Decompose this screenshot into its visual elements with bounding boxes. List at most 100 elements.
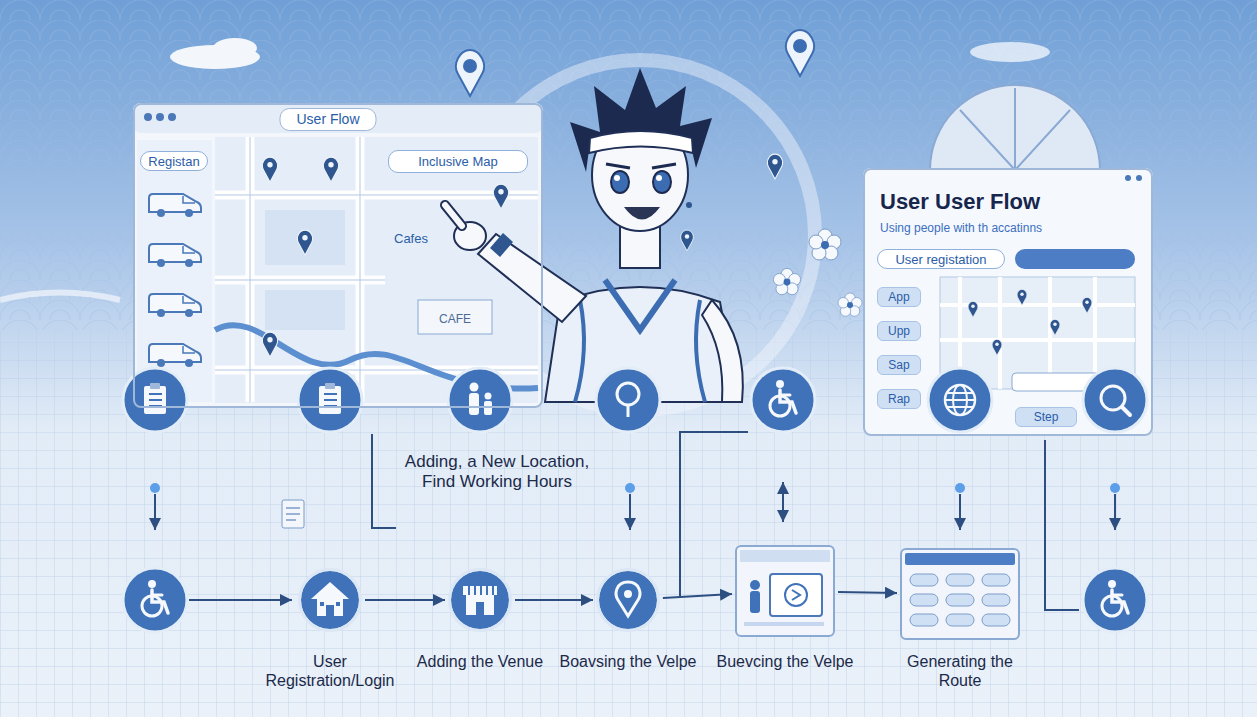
step-button: Step [1015,407,1077,427]
left-app-window [149,344,201,367]
menu-button: Sap [877,355,921,375]
step-label: User Registration/Login [255,652,405,690]
button-label: Rap [888,392,910,407]
step-icons [617,383,639,417]
button-label: App [888,290,909,305]
left-app-window [493,184,508,209]
button-label: Upp [888,324,910,339]
app-window: User User FlowUsing people with th accat… [863,168,1153,436]
flow-lines [625,483,635,493]
left-app-window [168,113,176,121]
flow-arrow [365,599,445,601]
table-card: Generating the Route [900,548,1020,640]
step-icons [1083,368,1147,432]
background [213,38,257,58]
left-app-window [137,140,212,402]
menu-button: Rap [877,389,921,409]
step-icons [982,594,1010,606]
character [611,171,629,193]
map-badge: Inclusive Map [388,150,528,173]
step-icons [750,580,760,590]
left-app-window [133,103,543,133]
character [445,68,743,402]
right-app-window [1017,289,1027,305]
background [681,230,694,251]
step-circle: Adding the Venue [448,568,512,632]
button-label: User registation [895,252,986,267]
step-icons [1083,568,1147,632]
step-icons [301,571,359,629]
step-icons [982,614,1010,626]
flow-arrow [838,592,897,593]
step-icons [792,590,800,600]
step-icons [1102,580,1128,616]
step-icons [448,368,512,432]
sidebar-tab: Registan [140,151,208,171]
flow-lines [1114,494,1116,530]
step-icons [319,383,341,414]
flow-lines [150,432,1120,610]
step-icons [770,574,822,616]
left-app-window [215,137,538,402]
step-icons [900,548,1020,640]
app-window: User FlowRegistan Inclusive Map [133,103,543,408]
left-app-window [265,210,345,265]
left-app-window [149,294,201,317]
step-icons [286,508,300,520]
menu-button: Upp [877,321,921,341]
step-icons [928,368,992,432]
window-title: User Flow [279,108,376,131]
left-app-window [418,300,492,334]
left-app-window [297,230,312,255]
character [445,205,462,226]
flow-lines [782,482,784,522]
left-app-window [149,194,201,217]
right-app-window [863,168,1153,436]
flowers [809,229,841,260]
step-circle: Boavsing the Velpe [596,568,660,632]
right-app-window [992,339,1002,355]
menu-button: App [877,287,921,307]
step-icons [144,383,166,414]
left-app-window [262,157,277,182]
step-label: Adding the Venue [405,652,555,671]
step-icons [946,594,974,606]
step-icons [311,582,349,616]
background [930,85,1100,170]
step-circle: User Registration/Login [298,568,362,632]
step-icons [946,614,974,626]
step-icons [735,545,835,637]
flow-lines [150,483,160,493]
right-app-window [1125,175,1131,181]
character [686,202,692,208]
window-title: User User Flow [880,189,1040,215]
step-icons [282,500,304,528]
step-icons [946,574,974,586]
left-app-window [156,113,164,121]
character [624,207,660,220]
map-label: Cafes [394,231,428,247]
left-app-window [265,290,345,330]
step-icons [616,582,640,616]
left-app-window [262,332,277,357]
character [656,175,662,181]
flow-lines [1110,483,1120,493]
step-icons [463,586,497,615]
flow-lines [629,494,631,530]
step-icons [123,368,1147,640]
character [478,234,586,322]
right-app-window [1082,297,1092,313]
flow-arrow [515,599,593,601]
step-icons [910,614,938,626]
flowers [773,268,800,294]
flowers [838,293,862,316]
left-app-window [215,137,538,403]
background [786,30,814,76]
right-app-window [968,301,978,317]
right-app-window [863,168,1153,436]
step-icons [599,571,657,629]
